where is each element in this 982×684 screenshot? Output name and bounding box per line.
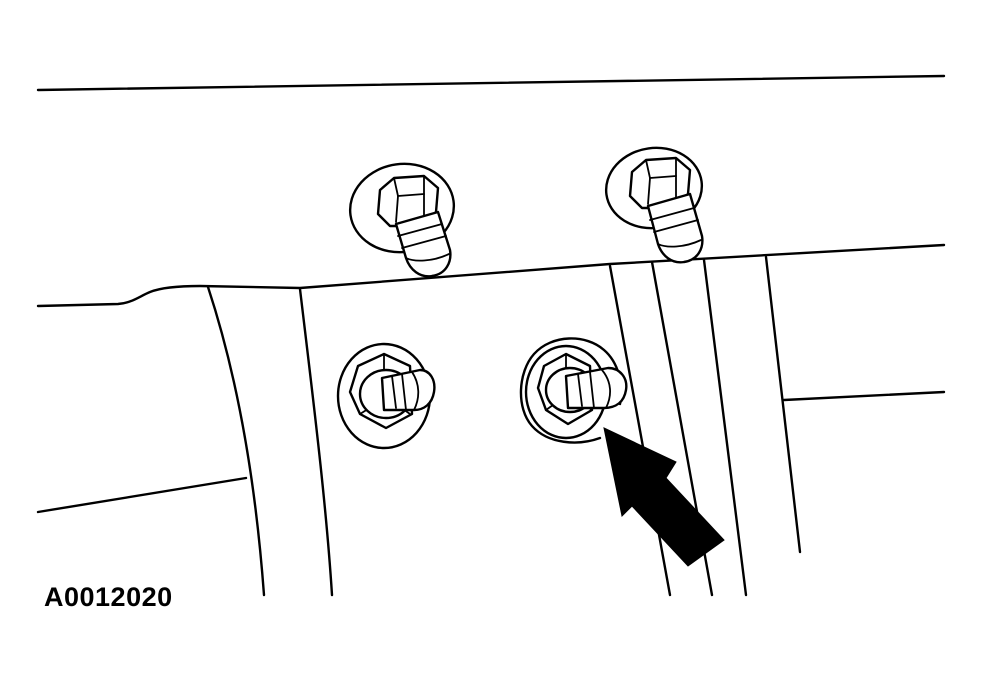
- rail-line-2: [298, 287, 334, 597]
- upper-left-bolt: [348, 162, 456, 278]
- lower-left-nut: [336, 342, 436, 450]
- upper-right-bolt: [604, 146, 704, 264]
- frame-right-edge: [782, 390, 946, 402]
- crossmember-upper-edge: [36, 243, 946, 308]
- frame-left-lower-edge: [36, 476, 248, 514]
- rail-line-5: [702, 258, 748, 597]
- rail-line-1: [206, 285, 266, 597]
- lower-right-nut: [519, 337, 628, 444]
- rail-line-6: [764, 255, 802, 554]
- frame-top-edge: [36, 74, 946, 92]
- callout-arrow-icon: [603, 427, 725, 567]
- rail-line-3: [608, 264, 672, 597]
- figure-label: A0012020: [44, 582, 173, 612]
